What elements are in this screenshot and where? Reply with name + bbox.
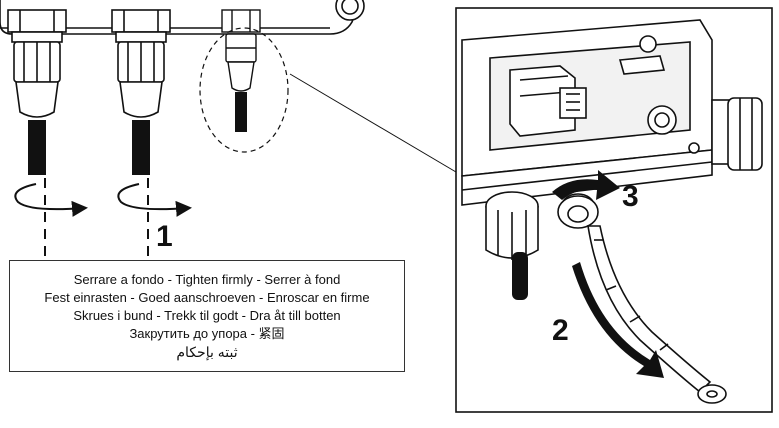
caption-line-italian-english-french: Serrare a fondo - Tighten firmly - Serre… — [73, 272, 341, 287]
strap-swing-arrow — [572, 262, 664, 378]
cable-gland-1 — [7, 9, 67, 118]
side-cable-gland — [711, 97, 763, 171]
callout-leader-line — [289, 73, 457, 173]
cable-gland-2 — [111, 9, 171, 118]
cable-small — [235, 92, 247, 132]
rotation-indicator-1 — [14, 178, 88, 262]
step-3-label: 3 — [622, 180, 639, 213]
front-cable-gland — [485, 191, 539, 260]
step-2-label: 2 — [552, 314, 569, 347]
caption-line-russian-chinese: Закрутить до упора - 紧固 — [129, 326, 285, 341]
detail-callout-circle — [199, 27, 289, 153]
rotation-indicator-2 — [117, 178, 192, 262]
cable-1 — [28, 120, 46, 175]
step-1-label: 1 — [156, 220, 173, 253]
caption-line-danish-norwegian-swedish: Skrues i bund - Trekk til godt - Dra åt … — [73, 308, 341, 323]
terminal-box — [461, 19, 713, 206]
tighten-arrow — [552, 170, 620, 200]
instruction-caption-box: Serrare a fondo - Tighten firmly - Serre… — [9, 260, 405, 372]
ground-cable-gland — [557, 193, 599, 229]
cable-gland-small — [221, 9, 261, 92]
caption-line-arabic: ثبته بإحكام — [176, 344, 238, 360]
cable-2 — [132, 120, 150, 175]
caption-line-german-dutch-spanish: Fest einrasten - Goed aanschroeven - Enr… — [44, 290, 370, 305]
front-cable — [512, 252, 528, 300]
ground-strap — [587, 225, 727, 404]
